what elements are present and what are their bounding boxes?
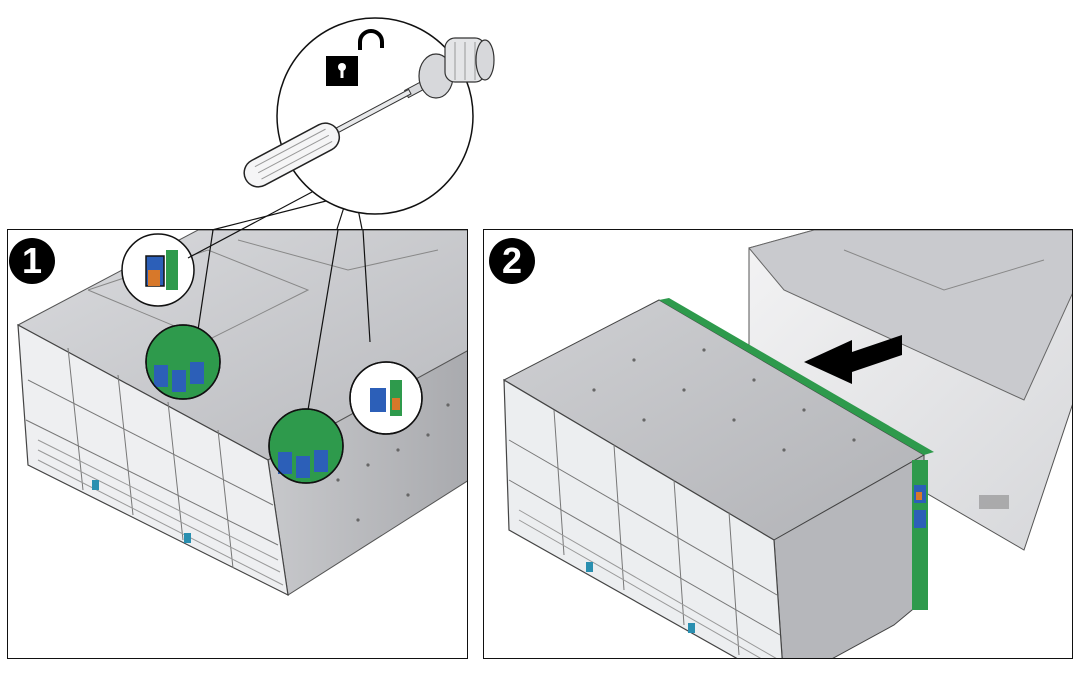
board-edge bbox=[659, 298, 934, 455]
thumbscrew-icon bbox=[418, 37, 495, 99]
zoom-circle-3 bbox=[268, 408, 344, 484]
side-screws bbox=[336, 403, 450, 522]
top-screws bbox=[592, 348, 856, 452]
step-1-badge: 1 bbox=[9, 238, 55, 284]
zoom-circle-4 bbox=[349, 361, 423, 435]
zoom-circle-1 bbox=[121, 233, 195, 307]
teal-clip-1 bbox=[92, 480, 99, 490]
chassis-right-side-2 bbox=[773, 454, 925, 658]
cover-vents bbox=[979, 495, 1009, 509]
chassis-cover-top bbox=[748, 230, 1072, 401]
teal-clip-4 bbox=[688, 623, 695, 633]
tool-callout-circle bbox=[276, 17, 474, 215]
rear-cable bbox=[916, 492, 922, 500]
screwdriver-icon bbox=[243, 66, 454, 188]
teal-clip-2 bbox=[184, 533, 191, 543]
teal-clip-3 bbox=[586, 562, 593, 572]
step-1-panel bbox=[7, 229, 468, 659]
drive-bays-2 bbox=[508, 409, 781, 656]
drive-bays bbox=[25, 347, 279, 569]
cover-pattern bbox=[843, 249, 1045, 291]
chassis-front-face bbox=[17, 323, 289, 597]
unlock-padlock-icon bbox=[326, 29, 384, 86]
bottom-rails-2 bbox=[518, 509, 777, 658]
bottom-rails bbox=[37, 439, 284, 586]
step-2-badge: 2 bbox=[489, 238, 535, 284]
slide-direction-arrow-icon bbox=[804, 335, 902, 384]
chassis-front-2 bbox=[503, 378, 783, 658]
step-2-panel bbox=[483, 229, 1073, 659]
step-1-illustration bbox=[16, 230, 467, 597]
rear-board bbox=[912, 460, 928, 610]
zoom-circle-2 bbox=[145, 324, 221, 400]
step-2-illustration bbox=[502, 230, 1072, 658]
rear-connector-2 bbox=[914, 510, 926, 528]
